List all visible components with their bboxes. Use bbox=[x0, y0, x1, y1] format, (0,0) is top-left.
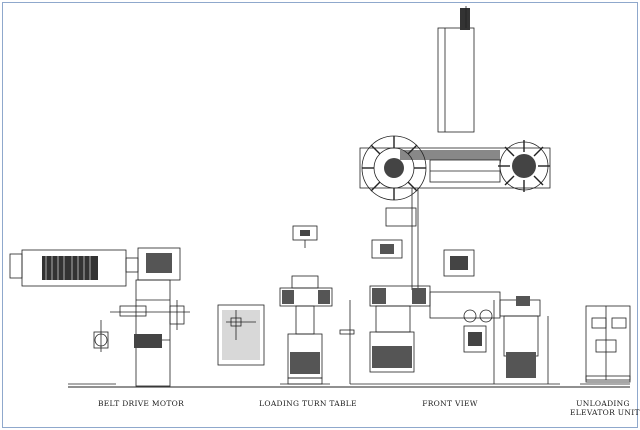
unloading-elevator-unit bbox=[585, 305, 631, 383]
base-line bbox=[68, 383, 630, 388]
belt-drive-motor-unit bbox=[9, 247, 190, 387]
loading-turn-table-label: LOADING TURN TABLE bbox=[259, 399, 357, 408]
belt-drive-motor-label: BELT DRIVE MOTOR bbox=[97, 399, 185, 408]
front-view-label: FRONT VIEW bbox=[422, 399, 478, 408]
unloading-label-line1: UNLOADING bbox=[576, 399, 630, 408]
tag-mark bbox=[339, 329, 355, 335]
unloading-label-line2: ELEVATOR UNIT bbox=[570, 408, 640, 417]
control-panel-sketch bbox=[217, 304, 265, 366]
loading-turn-table-unit bbox=[279, 225, 333, 385]
front-view-machine bbox=[349, 6, 551, 384]
